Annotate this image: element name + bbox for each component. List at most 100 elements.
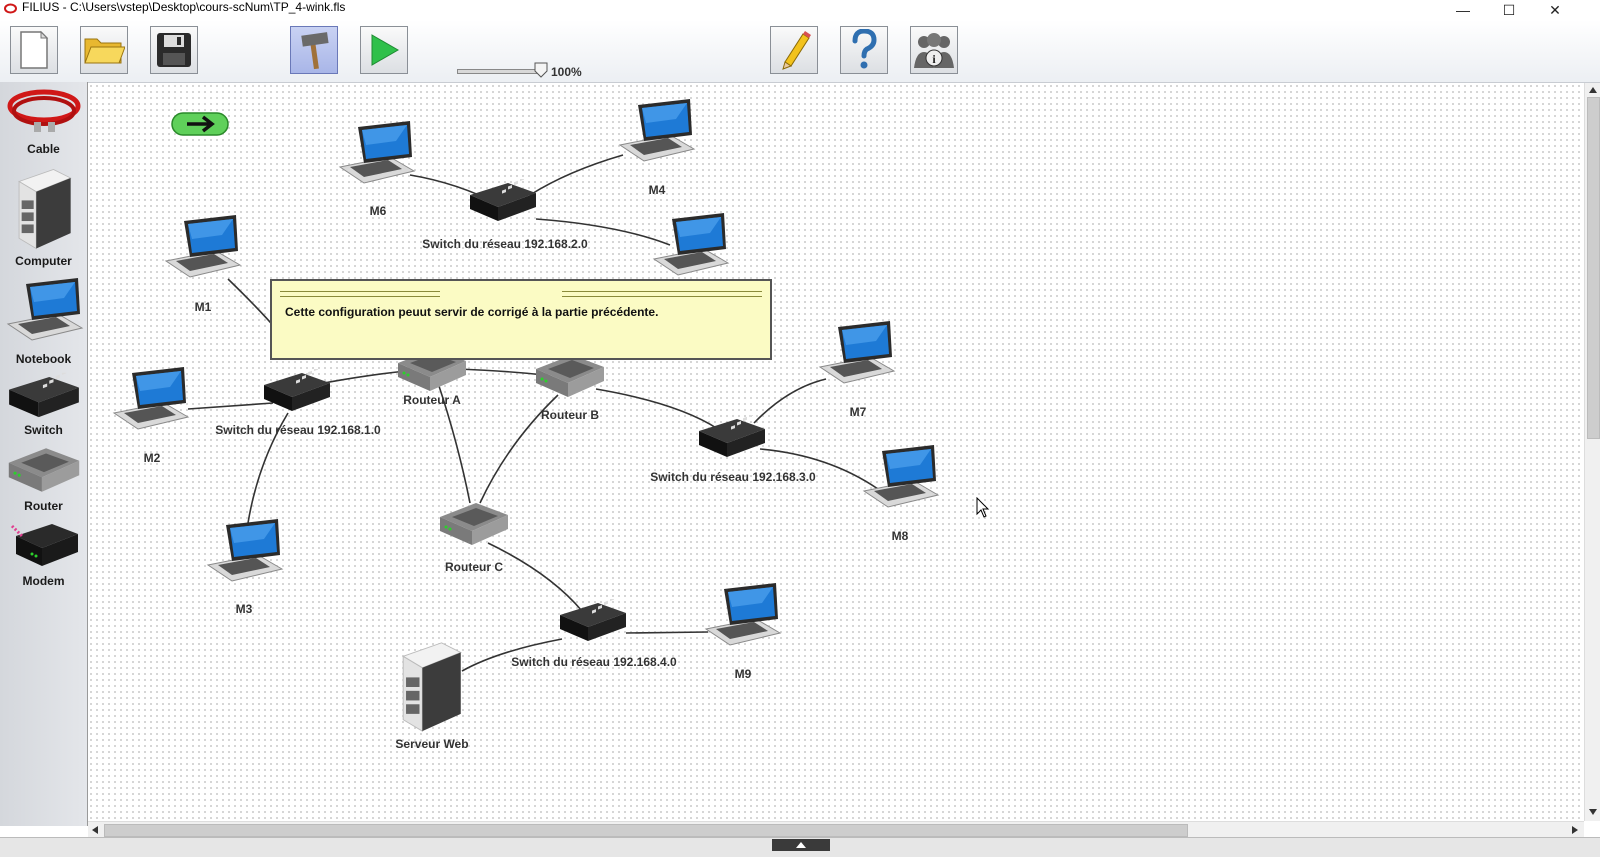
palette-cable[interactable] (0, 84, 87, 151)
note-grip-left[interactable] (280, 291, 440, 297)
horizontal-scrollbar[interactable] (88, 821, 1584, 838)
palette-label-cable: Cable (27, 142, 60, 156)
main-toolbar: 100% i (0, 20, 1600, 83)
cable-sw2-m5 (535, 218, 671, 246)
label-m9: M9 (734, 667, 752, 681)
label-switch-4: Switch du réseau 192.168.4.0 (511, 655, 677, 669)
label-router-c: Routeur C (445, 560, 503, 574)
save-disk-icon (157, 33, 191, 67)
computer-icon (9, 166, 79, 252)
cable-sw1-m3 (247, 412, 289, 524)
open-button[interactable] (80, 26, 128, 74)
palette-modem[interactable] (0, 518, 87, 577)
laptop-m5[interactable] (650, 213, 730, 277)
hammer-icon (301, 32, 329, 70)
switch-192-168-3-0[interactable] (697, 415, 767, 459)
open-folder-icon (84, 38, 125, 64)
component-palette: Cable Computer Notebook Switch Router Mo… (0, 82, 88, 826)
pencil-icon (782, 31, 811, 70)
vertical-scroll-thumb[interactable] (1587, 97, 1600, 439)
switch-icon (7, 372, 81, 420)
router-c[interactable] (436, 495, 512, 551)
label-switch-1: Switch du réseau 192.168.1.0 (215, 423, 381, 437)
cable-m2-sw1 (187, 402, 274, 410)
cable-sw3-m7 (753, 378, 827, 424)
label-m8: M8 (891, 529, 909, 543)
label-m6: M6 (369, 204, 387, 218)
label-switch-3: Switch du réseau 192.168.3.0 (650, 470, 816, 484)
scroll-up-arrow-icon[interactable] (1588, 85, 1598, 95)
label-m2: M2 (143, 451, 161, 465)
switch-192-168-1-0[interactable] (262, 369, 332, 413)
cable-icon (7, 89, 80, 132)
laptop-m8[interactable] (860, 445, 940, 509)
cable-routerA-routerC (437, 382, 471, 504)
minimize-button[interactable]: — (1456, 2, 1470, 18)
switch-192-168-2-0[interactable] (468, 179, 538, 223)
simulation-mode-button[interactable] (360, 26, 408, 74)
cable-routerB-routerC (479, 394, 559, 504)
maximize-button[interactable]: ☐ (1502, 1, 1516, 18)
scroll-left-arrow-icon[interactable] (90, 825, 100, 835)
cable-sw4-m9 (625, 631, 709, 634)
palette-computer[interactable] (0, 166, 87, 257)
laptop-m9[interactable] (702, 583, 782, 647)
laptop-m6[interactable] (336, 121, 416, 185)
laptop-m4[interactable] (616, 99, 696, 163)
palette-router[interactable] (0, 440, 87, 503)
label-router-b: Routeur B (541, 408, 599, 422)
laptop-m3[interactable] (204, 519, 284, 583)
info-button[interactable]: i (910, 26, 958, 74)
filius-app-icon (4, 3, 17, 14)
window-title: FILIUS - C:\Users\vstep\Desktop\cours-sc… (22, 0, 346, 14)
title-bar: FILIUS - C:\Users\vstep\Desktop\cours-sc… (0, 0, 1600, 20)
laptop-m2[interactable] (110, 367, 190, 431)
switch-192-168-4-0[interactable] (558, 599, 628, 643)
cable-routerC-sw4 (487, 542, 583, 612)
note-textbox[interactable]: Cette configuration peuut servir de corr… (270, 279, 772, 360)
cable-sw4-server (461, 638, 563, 672)
notebook-icon (4, 272, 84, 348)
zoom-slider-track[interactable] (457, 69, 542, 74)
palette-label-notebook: Notebook (15, 352, 72, 366)
vertical-scrollbar[interactable] (1584, 83, 1600, 821)
svg-text:i: i (932, 52, 936, 66)
play-icon (371, 34, 400, 66)
new-file-icon (20, 30, 49, 69)
server-web[interactable] (396, 639, 466, 735)
laptop-m7[interactable] (816, 321, 896, 385)
label-m1: M1 (194, 300, 212, 314)
people-info-icon: i (914, 33, 954, 68)
label-switch-2: Switch du réseau 192.168.2.0 (422, 237, 588, 251)
palette-label-switch: Switch (24, 423, 63, 437)
router-icon (4, 440, 84, 498)
new-file-button[interactable] (10, 26, 58, 74)
palette-switch[interactable] (0, 372, 87, 425)
note-text: Cette configuration peuut servir de corr… (285, 305, 659, 319)
scroll-right-arrow-icon[interactable] (1570, 825, 1580, 835)
cable-routerB-sw3 (595, 388, 719, 430)
horizontal-scroll-thumb[interactable] (104, 824, 1188, 837)
label-m4: M4 (648, 183, 666, 197)
save-button[interactable] (150, 26, 198, 74)
help-button[interactable] (840, 26, 888, 74)
cable-sw3-m8 (759, 448, 879, 490)
expand-panel-button[interactable] (772, 839, 830, 851)
label-m3: M3 (235, 602, 253, 616)
arrow-right-icon[interactable] (171, 112, 229, 136)
scroll-down-arrow-icon[interactable] (1588, 807, 1598, 817)
note-grip-right[interactable] (562, 291, 762, 297)
laptop-m1[interactable] (162, 215, 242, 279)
question-icon (852, 29, 877, 69)
design-mode-button[interactable] (290, 26, 338, 74)
bottom-panel-bar (0, 837, 1600, 857)
cable-m4-sw2 (529, 154, 624, 196)
cables-layer (187, 154, 879, 672)
palette-notebook[interactable] (0, 272, 87, 353)
edit-button[interactable] (770, 26, 818, 74)
zoom-label: 100% (551, 65, 582, 79)
mouse-cursor-icon (976, 497, 990, 518)
zoom-slider-thumb[interactable] (534, 62, 548, 78)
close-button[interactable]: ✕ (1549, 1, 1561, 18)
network-canvas[interactable]: M6 M4 M1 M2 M3 M7 M8 M9 Switch du réseau… (88, 83, 1584, 821)
